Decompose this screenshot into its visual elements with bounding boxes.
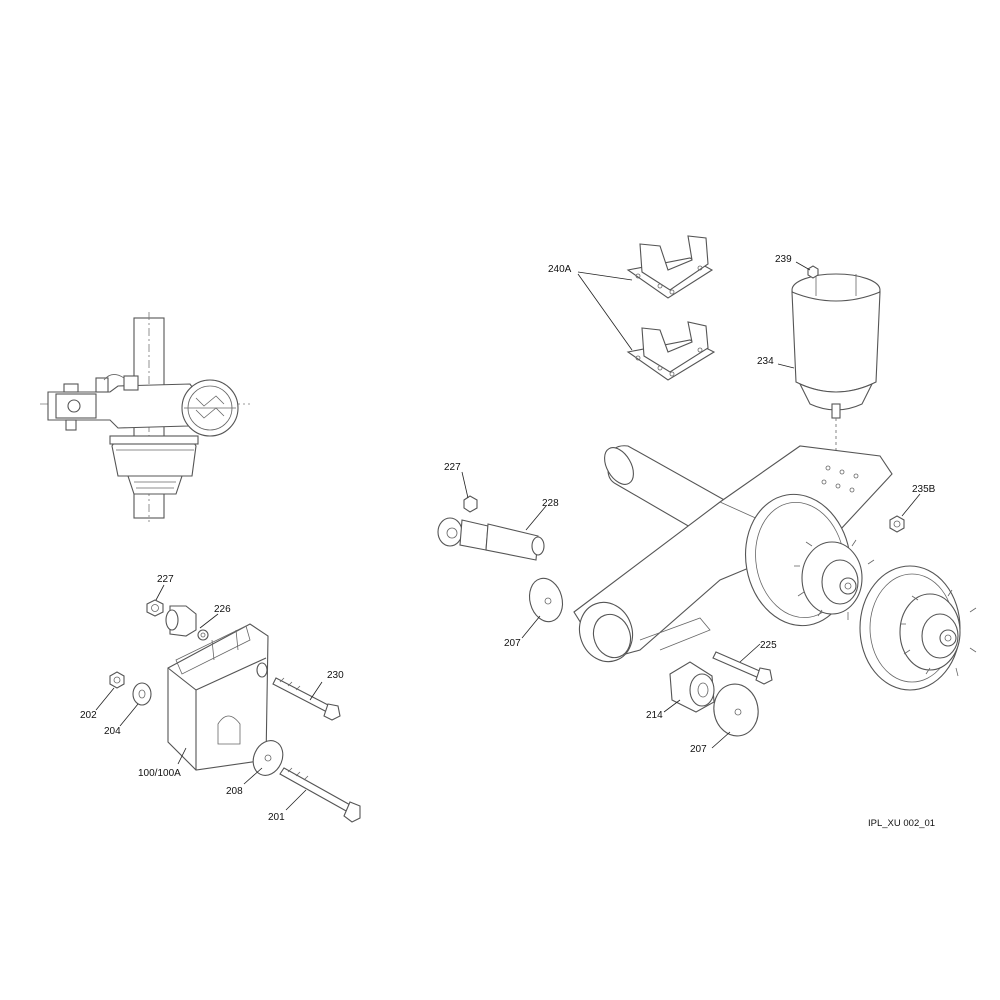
washer-207-right bbox=[713, 683, 759, 737]
hanger-bracket-group bbox=[109, 599, 361, 823]
callout-201: 201 bbox=[268, 812, 285, 823]
bushing-214 bbox=[669, 661, 715, 713]
callout-204: 204 bbox=[104, 726, 121, 737]
callout-207-right: 207 bbox=[690, 744, 707, 755]
callout-226: 226 bbox=[214, 604, 231, 615]
bolt-225 bbox=[712, 651, 773, 685]
hanger-bracket-100 bbox=[167, 623, 269, 771]
bushing-226 bbox=[165, 605, 209, 641]
callout-214: 214 bbox=[646, 710, 663, 721]
washer-204 bbox=[132, 682, 152, 706]
air-spring-234 bbox=[791, 265, 881, 470]
callout-234: 234 bbox=[757, 356, 774, 367]
callout-228: 228 bbox=[542, 498, 559, 509]
shock-absorber-228 bbox=[437, 495, 545, 561]
callout-235b: 235B bbox=[912, 484, 936, 495]
brake-disc-hub bbox=[859, 565, 977, 691]
nut-227-left bbox=[146, 599, 164, 617]
drawing-reference: IPL_XU 002_01 bbox=[868, 818, 935, 829]
nut-202 bbox=[109, 671, 125, 689]
washer-207-left bbox=[528, 577, 564, 623]
washer-208 bbox=[252, 740, 284, 776]
leader-lines bbox=[95, 261, 921, 811]
callout-208: 208 bbox=[226, 786, 243, 797]
nut-235b bbox=[889, 515, 905, 533]
callout-207-left: 207 bbox=[504, 638, 521, 649]
callout-227-right: 227 bbox=[444, 462, 461, 473]
callout-100: 100/100A bbox=[138, 768, 181, 779]
callout-230: 230 bbox=[327, 670, 344, 681]
callout-239: 239 bbox=[775, 254, 792, 265]
bolt-230 bbox=[272, 677, 341, 721]
callout-240a: 240A bbox=[548, 264, 572, 275]
callout-225: 225 bbox=[760, 640, 777, 651]
air-spring-mounting-plates bbox=[626, 235, 716, 381]
callout-202: 202 bbox=[80, 710, 97, 721]
brake-drum-hub bbox=[744, 493, 875, 627]
side-view-assembly bbox=[40, 312, 250, 522]
bolt-201 bbox=[279, 767, 361, 823]
callout-227-left: 227 bbox=[157, 574, 174, 585]
